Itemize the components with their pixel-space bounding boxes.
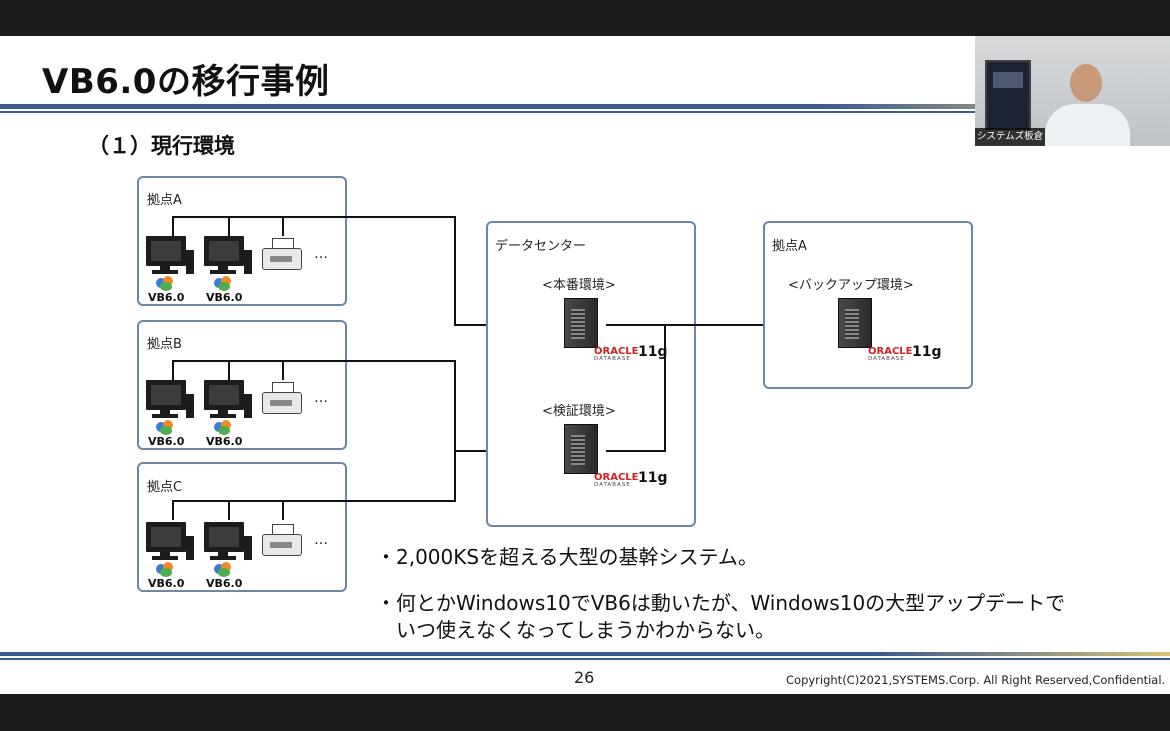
- oracle-logo: ORACLE DATABASE 11g: [594, 470, 668, 490]
- bullet-1: ・2,000KSを超える大型の基幹システム。: [376, 545, 758, 569]
- net-line: [228, 216, 230, 236]
- net-line: [606, 324, 834, 326]
- bullet-2-cont: いつ使えなくなってしまうかわからない。: [396, 618, 775, 642]
- oracle-sub: DATABASE: [594, 356, 631, 362]
- title-rule-thin: [0, 111, 1170, 113]
- copyright-text: Copyright(C)2021,SYSTEMS.Corp. All Right…: [786, 673, 1166, 687]
- datacenter-label: データセンター: [495, 239, 587, 254]
- vb-icon: [212, 420, 234, 436]
- pc-icon: [204, 236, 252, 276]
- slide: VB6.0の移行事例 （１）現行環境 拠点A 拠点B 拠点C データセンター <…: [0, 36, 1170, 694]
- oracle-sub: DATABASE: [594, 482, 631, 488]
- printer-icon: [262, 238, 302, 274]
- net-line: [228, 500, 230, 520]
- prod-server-icon: [564, 298, 598, 348]
- vb-label: VB6.0: [206, 577, 243, 590]
- site-a-label: 拠点A: [147, 193, 182, 208]
- vb-label: VB6.0: [206, 435, 243, 448]
- net-line: [172, 500, 174, 520]
- footer-rule: [0, 652, 1170, 656]
- vb-icon: [212, 276, 234, 292]
- speaker-head: [1070, 64, 1102, 102]
- vb-icon: [154, 562, 176, 578]
- net-line: [664, 324, 666, 450]
- pc-icon: [146, 380, 194, 420]
- pc-icon: [204, 522, 252, 562]
- bottom-black-bar: [0, 694, 1170, 731]
- net-line: [282, 360, 284, 380]
- site-c-label: 拠点C: [147, 480, 183, 495]
- oracle-logo: ORACLE DATABASE 11g: [594, 344, 668, 364]
- backup-site-label: 拠点A: [772, 239, 807, 254]
- net-line: [454, 360, 456, 450]
- wall-poster: [985, 60, 1031, 130]
- net-line: [282, 500, 284, 520]
- oracle-version: 11g: [912, 344, 942, 360]
- oracle-brand: ORACLE: [868, 346, 913, 357]
- oracle-version: 11g: [638, 344, 668, 360]
- net-line: [172, 216, 454, 218]
- vb-icon: [154, 276, 176, 292]
- slide-title: VB6.0の移行事例: [42, 62, 330, 102]
- speaker-body: [1045, 104, 1130, 146]
- oracle-brand: ORACLE: [594, 346, 639, 357]
- vb-label: VB6.0: [148, 291, 185, 304]
- oracle-logo: ORACLE DATABASE 11g: [868, 344, 942, 364]
- oracle-sub: DATABASE: [868, 356, 905, 362]
- top-black-bar: [0, 0, 1170, 36]
- prod-env-label: <本番環境>: [542, 278, 616, 293]
- site-b-label: 拠点B: [147, 337, 182, 352]
- vb-label: VB6.0: [148, 577, 185, 590]
- vb-label: VB6.0: [206, 291, 243, 304]
- speaker-video[interactable]: システムズ板倉: [975, 36, 1170, 146]
- page-number: 26: [574, 668, 595, 687]
- more-ellipsis: …: [314, 532, 328, 548]
- net-line: [282, 216, 284, 236]
- speaker-name-tag: システムズ板倉: [975, 128, 1045, 146]
- net-line: [172, 216, 174, 236]
- net-line: [172, 360, 454, 362]
- printer-icon: [262, 524, 302, 560]
- net-line: [606, 450, 666, 452]
- vb-icon: [212, 562, 234, 578]
- pc-icon: [146, 522, 194, 562]
- more-ellipsis: …: [314, 246, 328, 262]
- net-line: [454, 450, 456, 502]
- footer-rule-thin: [0, 658, 1170, 660]
- oracle-brand: ORACLE: [594, 472, 639, 483]
- section-subtitle: （１）現行環境: [88, 134, 235, 158]
- net-line: [454, 216, 456, 324]
- printer-icon: [262, 382, 302, 418]
- title-rule: [0, 104, 1170, 109]
- pc-icon: [204, 380, 252, 420]
- oracle-version: 11g: [638, 470, 668, 486]
- vb-icon: [154, 420, 176, 436]
- backup-env-label: <バックアップ環境>: [788, 278, 914, 293]
- verify-server-icon: [564, 424, 598, 474]
- datacenter-box: [486, 221, 696, 527]
- verify-env-label: <検証環境>: [542, 404, 616, 419]
- bullet-2: ・何とかWindows10でVB6は動いたが、Windows10の大型アップデー…: [376, 591, 1066, 615]
- vb-label: VB6.0: [148, 435, 185, 448]
- more-ellipsis: …: [314, 390, 328, 406]
- backup-server-icon: [838, 298, 872, 348]
- pc-icon: [146, 236, 194, 276]
- net-line: [172, 360, 174, 380]
- net-line: [172, 500, 454, 502]
- net-line: [228, 360, 230, 380]
